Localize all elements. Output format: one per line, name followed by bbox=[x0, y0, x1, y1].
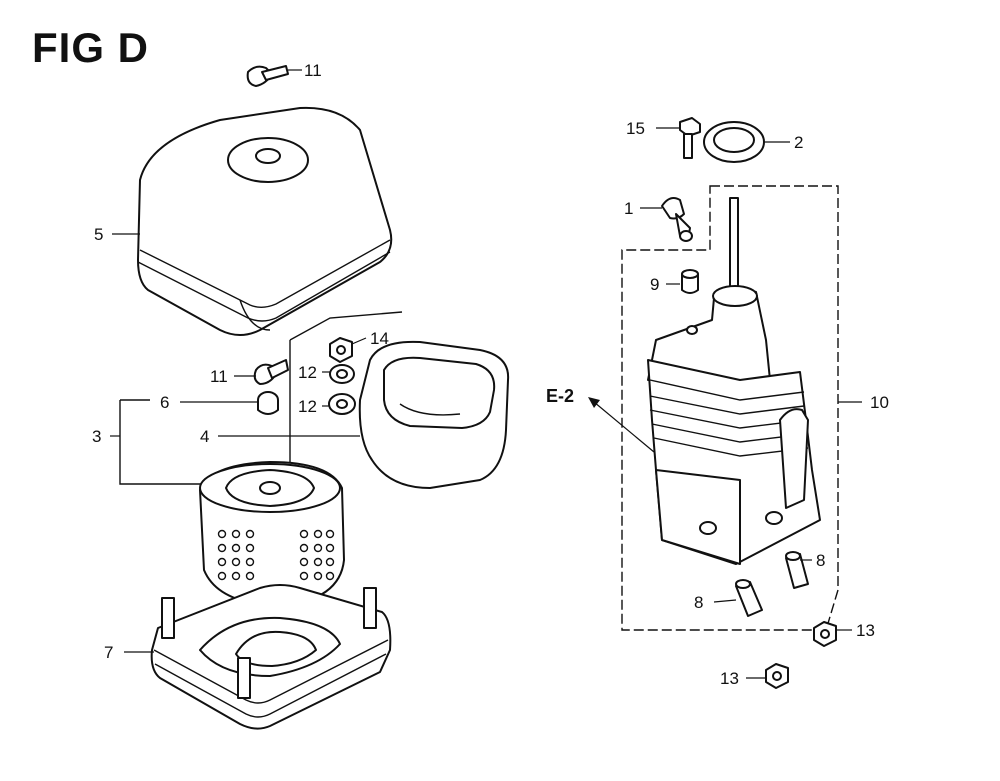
filter-hole bbox=[217, 557, 227, 567]
washer-12-upper-part bbox=[322, 364, 355, 384]
filter-hole bbox=[325, 557, 335, 567]
callout-15: 15 bbox=[626, 119, 645, 138]
paper-element-holes bbox=[217, 529, 335, 581]
filter-hole bbox=[299, 557, 309, 567]
filter-hole bbox=[313, 557, 323, 567]
callout-7: 7 bbox=[104, 643, 113, 662]
filter-hole bbox=[325, 529, 335, 539]
filter-hole bbox=[313, 543, 323, 553]
callout-9: 9 bbox=[650, 275, 659, 294]
nut-13-lower-part bbox=[746, 663, 789, 689]
filter-hole bbox=[231, 571, 241, 581]
wing-nut-mid-part bbox=[234, 359, 289, 385]
callout-8-upper: 8 bbox=[816, 551, 825, 570]
callout-4: 4 bbox=[200, 427, 209, 446]
filter-hole bbox=[231, 529, 241, 539]
callout-13-lower: 13 bbox=[720, 669, 739, 688]
callout-14: 14 bbox=[370, 329, 389, 348]
wing-nut-top-part bbox=[246, 65, 302, 87]
callout-11-top: 11 bbox=[304, 61, 322, 80]
callout-12-upper: 12 bbox=[298, 363, 317, 382]
nut-14-part bbox=[329, 337, 367, 363]
foam-element-4-part bbox=[218, 340, 510, 489]
filter-hole bbox=[313, 571, 323, 581]
filter-hole bbox=[231, 543, 241, 553]
assembly-10-frame bbox=[621, 185, 862, 631]
filter-hole bbox=[299, 543, 309, 553]
filter-hole bbox=[325, 571, 335, 581]
filter-hole bbox=[245, 557, 255, 567]
callout-e2: E-2 bbox=[546, 386, 574, 406]
e2-reference-arrow bbox=[588, 397, 655, 453]
clip-1-part bbox=[640, 197, 693, 242]
filter-hole bbox=[245, 543, 255, 553]
callout-11-mid: 11 bbox=[210, 367, 228, 386]
grommet-6-part bbox=[180, 391, 279, 415]
callout-13-upper: 13 bbox=[856, 621, 875, 640]
callout-12-lower: 12 bbox=[298, 397, 317, 416]
callout-2: 2 bbox=[794, 133, 803, 152]
filter-hole bbox=[231, 557, 241, 567]
callout-10: 10 bbox=[870, 393, 889, 412]
air-cleaner-cover-part bbox=[112, 106, 393, 336]
pin-8-upper-part bbox=[785, 551, 812, 589]
callout-6: 6 bbox=[160, 393, 169, 412]
nut-13-upper-part bbox=[813, 621, 852, 647]
filter-hole bbox=[217, 529, 227, 539]
filter-hole bbox=[299, 529, 309, 539]
filter-hole bbox=[299, 571, 309, 581]
callout-5: 5 bbox=[94, 225, 103, 244]
housing-10-part bbox=[647, 197, 821, 565]
filter-hole bbox=[245, 529, 255, 539]
filter-hole bbox=[313, 529, 323, 539]
washer-12-lower-part bbox=[322, 393, 356, 415]
cap-9-part bbox=[666, 269, 699, 294]
bolt-15-part bbox=[656, 117, 701, 159]
figure-title: FIG D bbox=[32, 24, 149, 71]
callout-8-lower: 8 bbox=[694, 593, 703, 612]
pin-8-lower-part bbox=[713, 579, 763, 617]
filter-hole bbox=[245, 571, 255, 581]
filter-hole bbox=[217, 571, 227, 581]
seal-ring-2-part bbox=[703, 121, 790, 163]
air-cleaner-base-7-part bbox=[124, 584, 392, 730]
filter-hole bbox=[217, 543, 227, 553]
filter-hole bbox=[325, 543, 335, 553]
callout-1: 1 bbox=[624, 199, 633, 218]
paper-element-3-part bbox=[110, 435, 345, 607]
callout-3: 3 bbox=[92, 427, 101, 446]
